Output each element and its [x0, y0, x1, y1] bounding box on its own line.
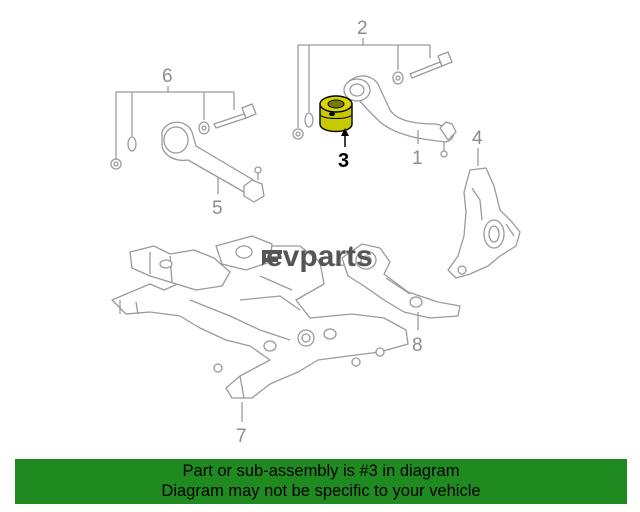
callout-8: 8 [412, 335, 423, 356]
callout-3: 3 [338, 150, 349, 172]
callout-2: 2 [357, 18, 368, 39]
lower-control-arm [161, 121, 265, 203]
callout-7: 7 [236, 426, 247, 447]
rear-lower-arm [341, 243, 461, 319]
info-banner: Part or sub-assembly is #3 in diagram Di… [15, 459, 627, 504]
callout-2-bracket [297, 38, 431, 128]
callout-4: 4 [472, 128, 483, 149]
nut-washer-group-6 [110, 121, 210, 170]
banner-line-2: Diagram may not be specific to your vehi… [161, 482, 481, 500]
banner-line-1: Part or sub-assembly is #3 in diagram [182, 462, 460, 480]
callout-6-bracket [115, 86, 235, 160]
bolt-6 [213, 103, 257, 129]
callout-1: 1 [412, 148, 423, 169]
bushing-part-3 [319, 95, 353, 133]
steering-knuckle [447, 167, 521, 279]
parts-diagram: 2 1 3 6 [110, 18, 521, 447]
subframe-crossmember [111, 235, 409, 399]
callout-3-arrowhead [341, 128, 349, 136]
nut-washer-group-2 [292, 71, 404, 140]
evparts-logo: evparts [262, 240, 373, 273]
callout-5: 5 [212, 198, 223, 219]
bolt-2 [409, 51, 453, 79]
logo-mark-icon [262, 250, 282, 266]
upper-control-arm [343, 75, 457, 158]
watermark-text: evparts [266, 240, 373, 273]
callout-6: 6 [162, 66, 173, 87]
